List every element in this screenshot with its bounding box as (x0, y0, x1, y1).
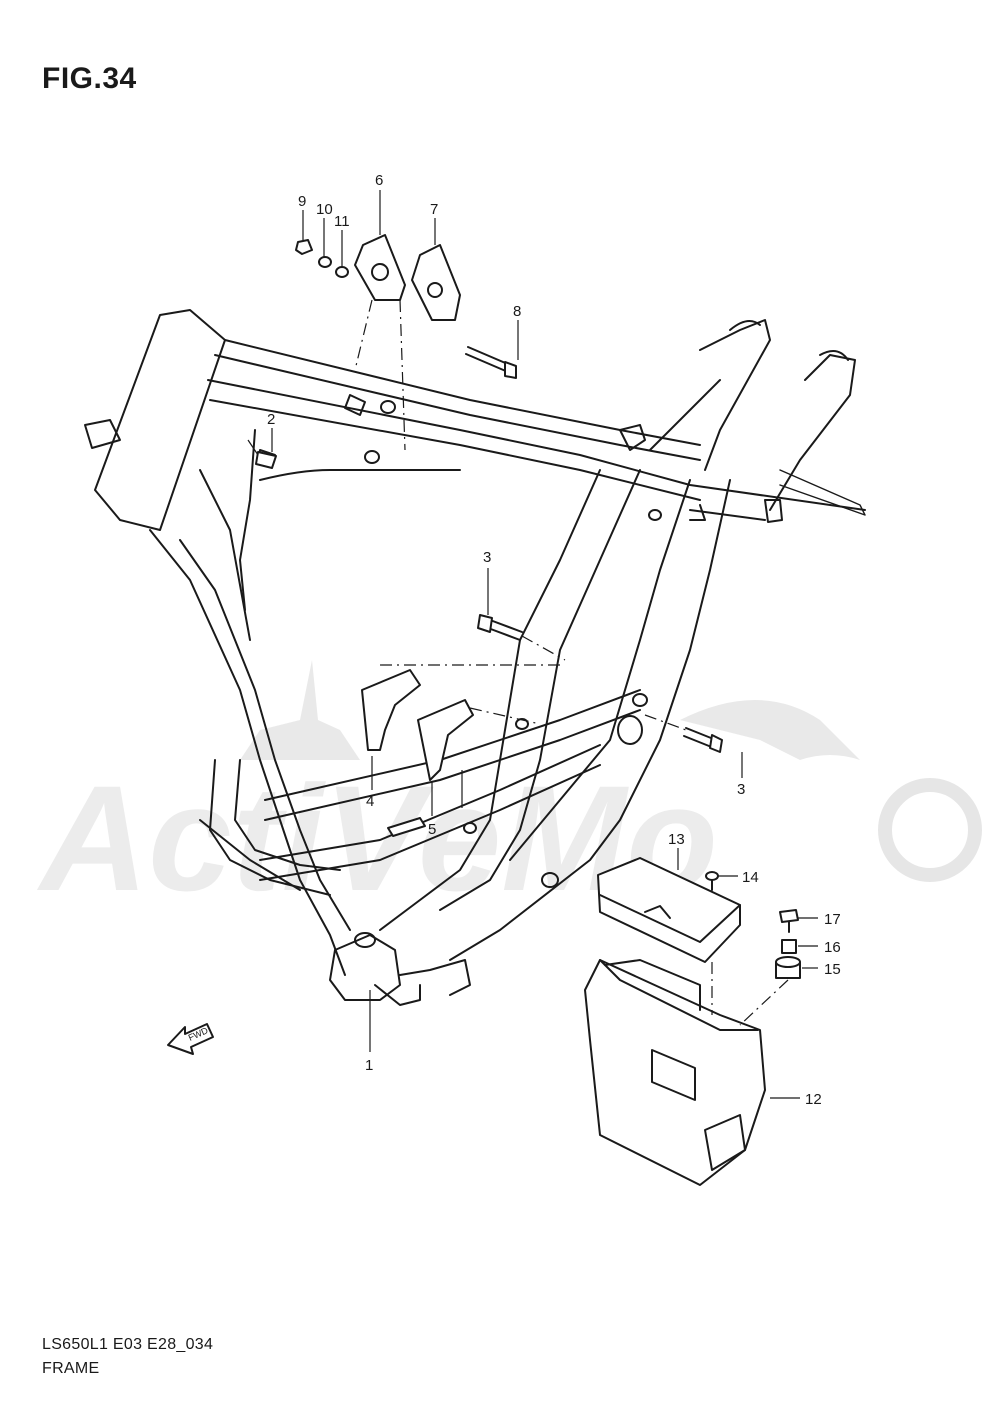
bolt-3-upper (477, 614, 523, 641)
callout-5: 5 (428, 821, 436, 838)
callout-3-lower: 3 (737, 781, 745, 798)
callout-8: 8 (513, 303, 521, 320)
battery-case-12 (584, 959, 766, 1186)
callout-17: 17 (824, 911, 841, 928)
washer-11 (335, 266, 349, 278)
callout-15: 15 (824, 961, 841, 978)
callout-1: 1 (365, 1057, 373, 1074)
callout-13: 13 (668, 831, 685, 848)
callout-16: 16 (824, 939, 841, 956)
bracket-7 (411, 244, 461, 321)
figure-title: FIG.34 (42, 62, 137, 95)
bracket-6 (354, 234, 406, 301)
callout-10: 10 (316, 201, 333, 218)
diagram-code: LS650L1 E03 E28_034 (42, 1336, 214, 1353)
washer-10 (318, 256, 332, 268)
frame-body (84, 309, 866, 1006)
bolt-3-lower (683, 727, 723, 753)
diagram-name: FRAME (42, 1360, 100, 1377)
bolt-2 (255, 451, 277, 469)
callout-labels: 1 2 3 3 4 5 6 7 8 9 10 11 12 13 14 15 16… (267, 172, 841, 1108)
callout-3-upper: 3 (483, 549, 491, 566)
callout-4: 4 (366, 793, 374, 810)
nut-9 (295, 239, 313, 255)
bolt-8 (465, 346, 517, 379)
collar-16 (781, 939, 797, 954)
cover-13 (597, 857, 741, 963)
callout-6: 6 (375, 172, 383, 189)
callout-9: 9 (298, 193, 306, 210)
bracket-4 (361, 669, 421, 751)
callout-11: 11 (334, 213, 350, 230)
grommet-15 (775, 956, 801, 979)
fwd-direction-arrow: FWD (167, 1023, 214, 1055)
callout-2: 2 (267, 411, 275, 428)
bracket-5 (387, 699, 474, 837)
leader-lines (247, 190, 818, 1099)
callout-12: 12 (805, 1091, 822, 1108)
callout-7: 7 (430, 201, 438, 218)
bolt-17 (779, 909, 799, 933)
callout-14: 14 (742, 869, 759, 886)
